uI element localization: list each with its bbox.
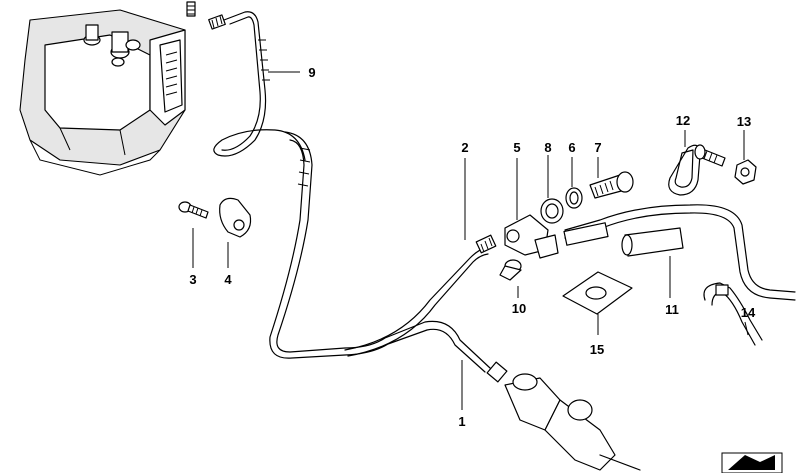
hydraulic-unit-ports	[83, 24, 141, 67]
callout-5: 5	[513, 140, 520, 155]
callout-2: 2	[461, 140, 468, 155]
fitting-5	[504, 158, 559, 259]
reference-symbol	[721, 452, 783, 473]
hydraulic-unit	[19, 9, 186, 176]
callout-11: 11	[665, 302, 679, 317]
gasket-15	[562, 271, 633, 335]
callout-7: 7	[594, 140, 601, 155]
bolt-3	[178, 201, 209, 268]
callout-8: 8	[544, 140, 551, 155]
lower-fitting	[486, 361, 508, 383]
ring-6	[565, 157, 583, 209]
callout-15: 15	[590, 342, 604, 357]
callout-1: 1	[458, 414, 465, 429]
bracket-bolt	[694, 144, 726, 167]
callout-3: 3	[189, 272, 196, 287]
callout-14: 14	[741, 305, 756, 320]
top-bolt	[186, 1, 196, 17]
callout-10: 10	[512, 301, 526, 316]
banjo-bolt-7	[589, 157, 634, 199]
hydraulic-unit-connector	[159, 39, 183, 113]
callout-9: 9	[308, 65, 315, 80]
brake-line-secondary	[344, 234, 497, 357]
brake-line-main	[269, 131, 491, 373]
callout-4: 4	[224, 272, 232, 287]
brake-line-upper	[213, 11, 306, 161]
hose-11	[563, 204, 796, 301]
callout-12: 12	[676, 113, 690, 128]
hose-lower	[504, 373, 641, 471]
clip-4	[219, 197, 252, 268]
callout-13: 13	[737, 114, 751, 129]
seal-ring-8	[540, 155, 564, 224]
callout-6: 6	[568, 140, 575, 155]
tie-strap-14	[703, 282, 763, 346]
bracket-12	[668, 130, 701, 196]
nut-13	[734, 130, 757, 185]
top-fitting	[208, 14, 226, 30]
bolt-10	[499, 259, 522, 298]
